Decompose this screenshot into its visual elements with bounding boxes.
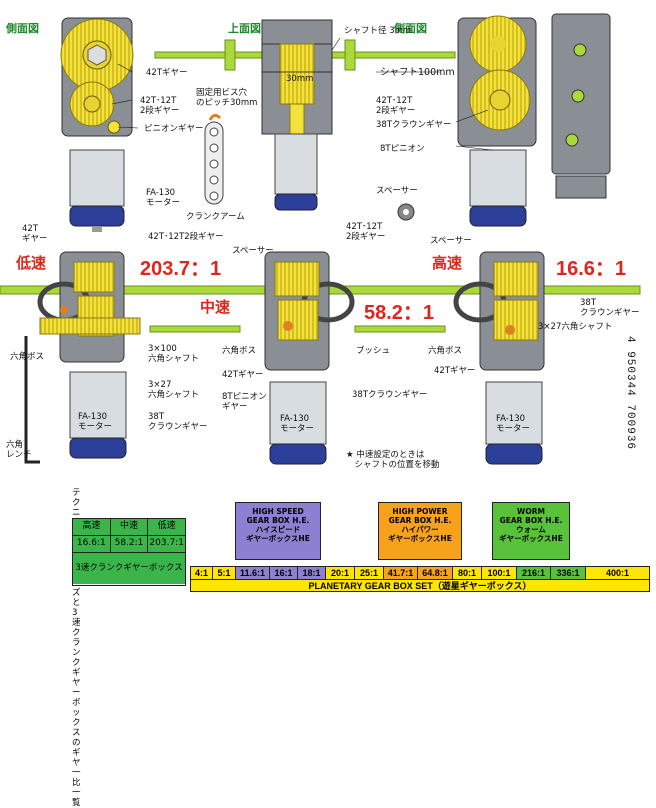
crown-38t-left-label: 38T クラウンギヤー: [148, 412, 208, 432]
assembly-high: [453, 251, 545, 465]
hex-shaft-3x27-left-label: 3×27 六角シャフト: [148, 380, 200, 400]
ratio-cell: 64.8:1: [418, 567, 453, 579]
assembly-low: [37, 251, 141, 459]
assembly-mid: [264, 251, 355, 465]
hex-boss-mid-label: 六角ボス: [222, 346, 257, 356]
crown-38t-right-label: 38T クラウンギヤー: [580, 298, 640, 318]
hex-wrench-part: [24, 336, 40, 464]
shaft-collar-right: [344, 39, 356, 71]
crank-arm-label: クランクアーム: [186, 212, 245, 222]
gearbox-diagram: 側面図 上面図 側面図 シャフト径 3mm シャフト100mm 30mm 42T…: [0, 13, 650, 808]
high-speed-box: HIGH SPEED GEAR BOX H.E. ハイスピード ギヤーボックスH…: [235, 502, 321, 560]
planetary-gearbox-strip: 4:1 5:1 11.6:1 16:1 18:1 20:1 25:1 41.7:…: [190, 566, 650, 592]
side-view-right: [457, 15, 537, 227]
screw-hole-label: 固定用ビス穴 のピッチ30mm: [196, 88, 258, 108]
ratio-cell: 16:1: [270, 567, 298, 579]
ratio-cell: 100:1: [482, 567, 517, 579]
spacer-label: スペーサー: [376, 186, 418, 196]
shaft-length-label: シャフト100mm: [380, 67, 455, 78]
mid-note: ★ 中速設定のときは シャフトの位置を移動: [346, 450, 440, 470]
high-ratio: 16.6：1: [556, 258, 627, 280]
ratio-cell: 25:1: [355, 567, 384, 579]
hex-wrench-label: 六角 レンチ: [6, 440, 32, 460]
ratio-cell: 5:1: [213, 567, 236, 579]
gear-42t-12t-right-label: 42T･12T 2段ギヤー: [376, 96, 416, 116]
top-view-gearbox: [261, 19, 333, 211]
pinion-8t-label: 8Tピニオン: [380, 144, 425, 154]
spacer-right-label: スペーサー: [430, 236, 472, 246]
low-ratio: 203.7：1: [140, 258, 222, 280]
ratio-cell: 80:1: [453, 567, 482, 579]
ratio-cell: 11.6:1: [236, 567, 270, 579]
ratio-cell: 216:1: [517, 567, 551, 579]
short-shaft-left: [149, 325, 241, 333]
motor-right-label: FA-130 モーター: [496, 414, 531, 434]
crank-box-label: 3速クランクギヤーボックス: [73, 553, 185, 584]
planetary-title: PLANETARY GEAR BOX SET（遊星ギヤーボックス）: [191, 579, 649, 592]
motor-left-label: FA-130 モーター: [78, 412, 113, 432]
header-low: 低速: [157, 521, 176, 531]
top-view-title: 上面図: [228, 22, 261, 35]
value-low: 203.7:1: [149, 538, 184, 548]
crown-38t-mid-label: 38Tクラウンギヤー: [352, 390, 428, 400]
dimension-30-label: 30mm: [286, 74, 314, 84]
bush-label: ブッシュ: [356, 346, 391, 356]
high-power-box: HIGH POWER GEAR BOX H.E. ハイパワー ギヤーボックスHE: [378, 502, 462, 560]
hex-shaft-3x100-label: 3×100 六角シャフト: [148, 344, 200, 364]
hex-boss-left-label: 六角ボス: [10, 352, 45, 362]
gear-42t-12t-label: 42T･12T 2段ギヤー: [140, 96, 180, 116]
gear-42t-left-label: 42T ギヤー: [22, 224, 48, 244]
header-high: 高速: [73, 519, 111, 535]
ratio-cell: 41.7:1: [384, 567, 418, 579]
shaft-diameter-label: シャフト径 3mm: [344, 26, 412, 36]
hex-shaft-3x27-right-label: 3×27六角シャフト: [538, 322, 613, 332]
side-view-left: [60, 17, 134, 232]
back-view-right: [551, 13, 611, 199]
ratio-cell: 4:1: [191, 567, 213, 579]
gear-42t-12t-mid-label: 42T･12T 2段ギヤー: [346, 222, 386, 242]
motor-mid-label: FA-130 モーター: [280, 414, 315, 434]
low-speed-label: 低速: [16, 254, 47, 272]
crank-gearbox-table: 高速 中速 低速 16.6:1 58.2:1 203.7:1 3速クランクギヤー…: [72, 518, 186, 586]
hex-boss-right-label: 六角ボス: [428, 346, 463, 356]
short-shaft-mid: [354, 325, 446, 333]
ratio-cell: 400:1: [605, 568, 630, 578]
gear-42t-mid-label: 42Tギヤー: [222, 370, 264, 380]
barcode-number: 4 950344 700936: [624, 336, 636, 451]
worm-box: WORM GEAR BOX H.E. ウォーム ギヤーボックスHE: [492, 502, 570, 560]
mid-ratio: 58.2：1: [364, 302, 435, 324]
value-mid: 58.2:1: [111, 536, 149, 552]
pinion-gear-label: ピニオンギヤー: [144, 124, 204, 134]
spacer-mid-label: スペーサー: [232, 246, 274, 256]
crown-38t-label: 38Tクラウンギヤー: [376, 120, 452, 130]
shaft-collar-left: [224, 39, 236, 71]
mid-speed-label: 中速: [200, 298, 231, 316]
ratio-cell: 336:1: [551, 567, 586, 579]
side-view-right-title: 側面図: [394, 22, 427, 35]
speed-header-row: 高速 中速 低速: [73, 519, 185, 536]
crank-arm-part: [204, 113, 224, 205]
gear-42t-12t-left-label: 42T･12T2段ギヤー: [148, 232, 224, 242]
header-mid: 中速: [111, 519, 149, 535]
pinion-8t-mid-label: 8Tピニオン ギヤー: [222, 392, 267, 412]
side-view-left-title: 側面図: [6, 22, 39, 35]
assembly-illustration: [0, 13, 641, 465]
motor-label-top: FA-130 モーター: [146, 188, 181, 208]
ratio-cell: 18:1: [298, 567, 326, 579]
high-speed-label: 高速: [432, 254, 463, 272]
gear-42t-right-label: 42Tギヤー: [434, 366, 476, 376]
ratio-cell: 20:1: [326, 567, 355, 579]
gear-42t-label: 42Tギヤー: [146, 68, 188, 78]
value-high: 16.6:1: [73, 536, 111, 552]
speed-value-row: 16.6:1 58.2:1 203.7:1: [73, 536, 185, 553]
